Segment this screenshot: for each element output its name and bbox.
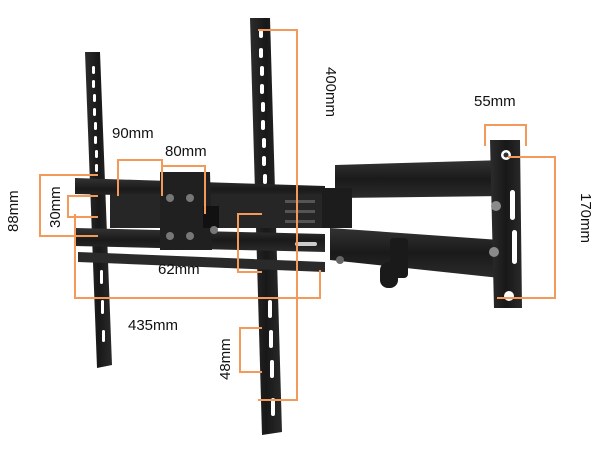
dimension-80-label: 80mm xyxy=(165,143,207,160)
dimension-lines xyxy=(39,29,556,401)
dimension-62-label: 62mm xyxy=(158,261,200,278)
dimension-90-label: 90mm xyxy=(112,125,154,142)
center-mounting-plate xyxy=(160,172,219,250)
dimension-48-label: 48mm xyxy=(217,338,234,380)
left-vertical-bracket xyxy=(85,52,112,368)
dimension-435-label: 435mm xyxy=(128,317,179,334)
dimension-170-label: 170mm xyxy=(577,193,594,244)
articulating-arm xyxy=(322,160,505,288)
dimension-30-label: 30mm xyxy=(47,186,64,228)
wall-plate xyxy=(489,140,522,308)
dimension-400-label: 400mm xyxy=(322,67,339,118)
dimension-88-label: 88mm xyxy=(5,190,22,232)
dimension-55-label: 55mm xyxy=(474,93,516,110)
